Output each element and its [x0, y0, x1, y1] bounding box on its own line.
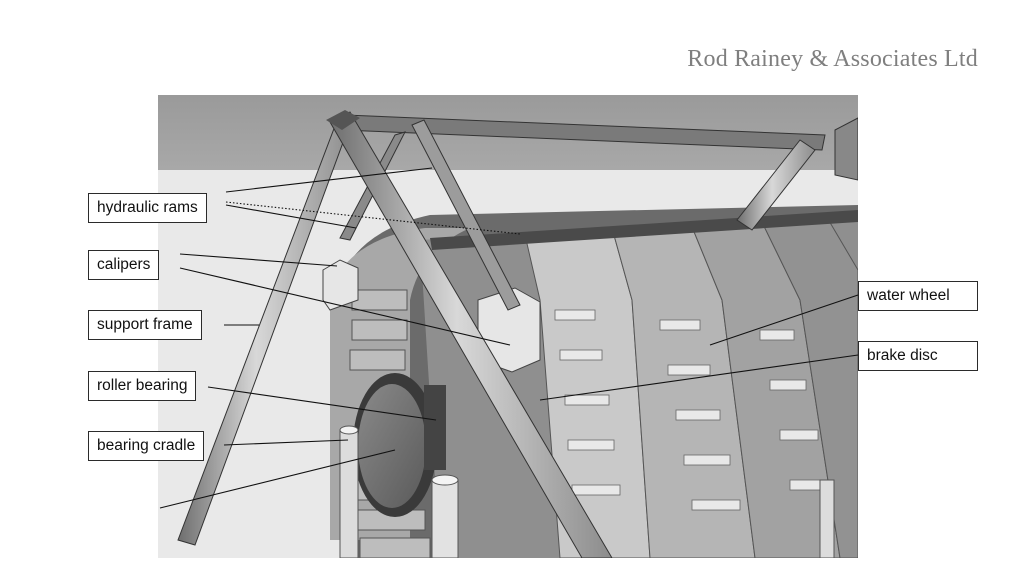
leader-lines — [159, 167, 859, 509]
company-name: Rod Rainey & Associates Ltd — [687, 46, 978, 72]
label-bearing-cradle: bearing cradle — [88, 431, 205, 461]
label-brake-disc: brake disc — [858, 341, 978, 371]
label-hydraulic-rams: hydraulic rams — [88, 193, 207, 223]
label-water-wheel: water wheel — [858, 281, 978, 311]
label-roller-bearing: roller bearing — [88, 371, 197, 401]
label-support-frame: support frame — [88, 310, 202, 340]
label-calipers: calipers — [88, 250, 160, 280]
